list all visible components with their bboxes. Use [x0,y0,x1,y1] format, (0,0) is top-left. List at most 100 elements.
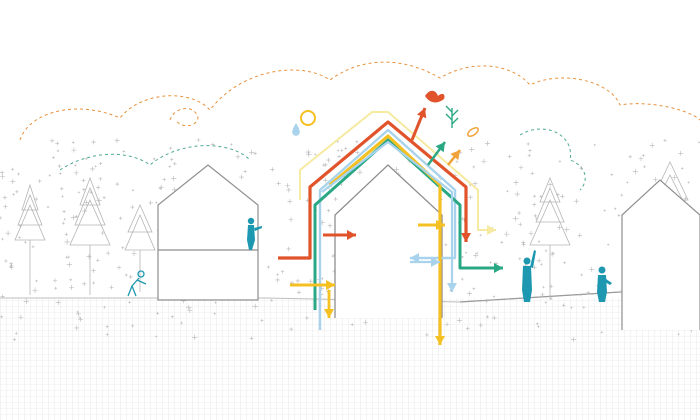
star-mark [472,165,476,169]
star-mark [444,243,448,247]
star-mark [582,305,586,309]
star-mark [91,139,96,145]
star-mark [321,277,324,280]
star-mark [532,194,537,198]
star-mark [481,158,487,164]
star-mark [570,306,573,309]
star-mark [514,191,520,197]
star-mark [15,190,19,194]
star-mark [521,240,526,245]
star-mark [69,278,73,282]
star-mark [484,140,491,147]
star-mark [517,211,522,215]
flow-arrowhead [347,230,356,240]
star-mark [492,295,496,298]
star-mark [213,312,217,316]
star-mark [14,331,18,335]
flow-arrowhead [487,225,496,235]
star-mark [73,170,79,176]
star-mark [603,209,606,212]
star-mark [170,315,174,319]
star-mark [574,198,579,204]
star-mark [62,209,66,214]
star-mark [11,167,15,171]
star-mark [170,157,174,162]
star-mark [355,150,360,155]
star-mark [196,138,201,142]
star-mark [620,193,624,197]
star-mark [0,170,5,175]
star-mark [276,181,281,186]
star-mark [0,294,5,299]
star-mark [187,307,193,313]
tree-left-3 [124,204,156,292]
flow-arrowhead [436,220,445,230]
star-mark [12,193,15,196]
star-mark [671,174,678,181]
star-mark [78,317,83,322]
star-mark [128,274,133,279]
star-mark [70,214,77,221]
star-mark [513,179,519,186]
star-mark [544,249,548,253]
star-mark [239,174,244,180]
star-mark [172,161,177,166]
star-mark [96,258,100,262]
star-mark [210,142,215,147]
water-drop-icon [292,123,300,136]
star-mark [95,185,101,190]
star-mark [23,298,30,305]
star-mark [641,154,645,157]
star-mark [643,165,646,169]
star-mark [469,146,475,153]
star-mark [504,231,510,237]
star-mark [118,216,123,220]
star-mark [0,216,2,220]
star-mark [460,277,464,281]
person-raising-arm [522,250,536,302]
star-mark [54,286,58,290]
flow-arrowhead [431,257,440,267]
star-mark [148,200,153,206]
star-mark [37,179,42,183]
star-mark [52,156,55,159]
star-mark [537,325,540,328]
star-mark [121,246,125,250]
star-mark [48,174,52,177]
star-mark [117,265,122,270]
star-mark [105,332,109,337]
flow-line [328,134,442,345]
star-mark [489,261,492,264]
star-mark [10,178,16,185]
flow-arrowhead [450,150,460,161]
star-mark [326,208,331,213]
star-mark [638,156,644,162]
star-mark [314,153,317,156]
star-mark [12,337,17,342]
star-mark [35,279,38,283]
star-mark [286,246,291,252]
star-mark [9,261,13,266]
star-mark [270,298,274,302]
star-mark [473,252,479,259]
star-mark [614,207,617,210]
star-mark [305,316,309,320]
star-mark [31,245,35,249]
star-mark [162,177,166,182]
person-in-window [247,217,262,250]
star-mark [444,322,450,327]
star-mark [465,326,470,331]
star-mark [472,287,476,291]
person-standing [597,266,612,302]
star-mark [1,237,4,241]
star-mark [66,261,73,268]
star-mark [3,204,8,209]
star-mark [518,222,523,227]
star-mark [580,273,583,277]
house-center [334,164,443,318]
star-mark [681,167,684,170]
star-mark [357,169,363,175]
star-mark [18,314,24,320]
star-mark [61,221,65,225]
star-mark [155,335,158,338]
